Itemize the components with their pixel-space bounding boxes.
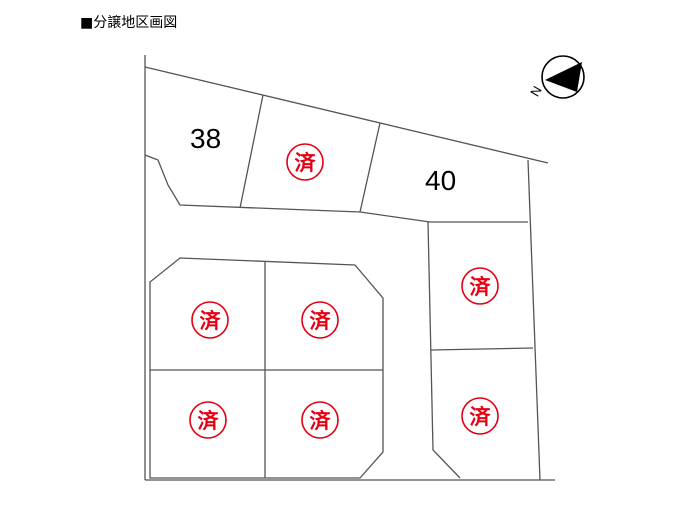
svg-text:済: 済 [200,308,222,333]
left-block-lots [149,257,384,479]
svg-text:済: 済 [310,308,332,333]
sold-stamp-lot-39: 済 [286,143,324,181]
sold-stamp-lot-46: 済 [461,397,499,435]
sold-stamp-lot-41: 済 [191,301,229,339]
lot-38-number: 38 [190,123,221,154]
svg-text:済: 済 [470,404,492,429]
top-row-lots [144,94,528,223]
sold-stamp-lot-44: 済 [301,401,339,439]
compass-label: N [527,83,545,99]
svg-text:済: 済 [295,150,317,175]
page-title: ■分譲地区画図 [80,15,178,31]
svg-text:済: 済 [198,408,220,433]
lot-40-number: 40 [425,165,456,196]
right-column-lots [427,221,534,479]
boundary-lines [144,55,555,481]
sold-stamp-lot-45: 済 [461,267,499,305]
svg-text:済: 済 [310,408,332,433]
svg-text:済: 済 [470,274,492,299]
north-arrow-icon: N [527,55,585,99]
sold-stamp-lot-43: 済 [189,401,227,439]
sold-stamp-lot-42: 済 [301,301,339,339]
